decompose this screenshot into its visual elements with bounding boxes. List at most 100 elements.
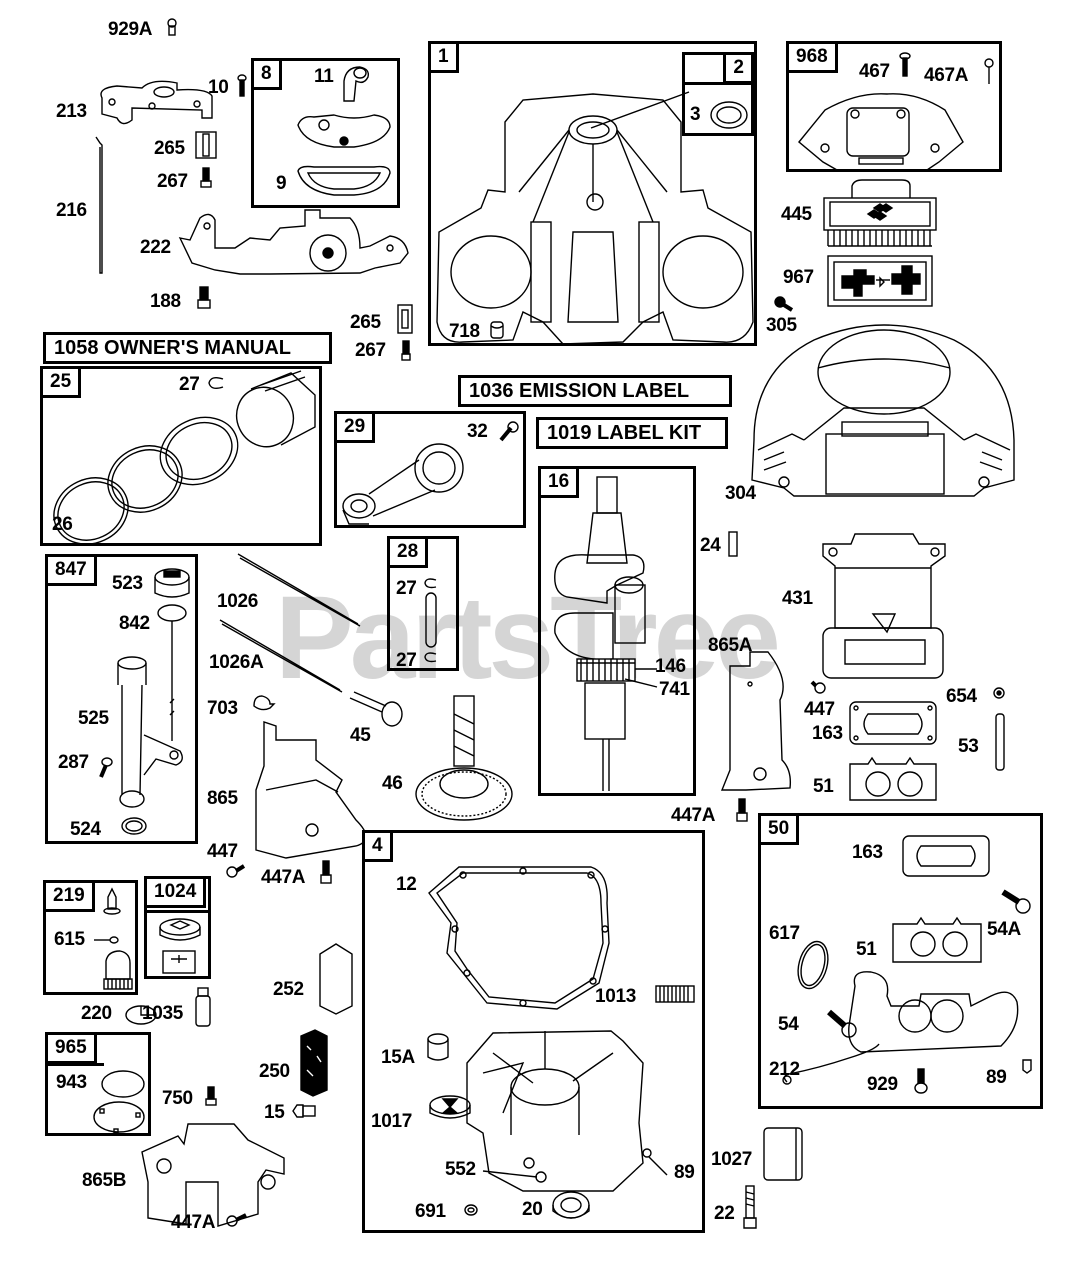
emission-label-banner[interactable]: 1036 EMISSION LABEL xyxy=(458,375,732,407)
part-label-265[interactable]: 265 xyxy=(350,312,381,333)
part-label-89[interactable]: 89 xyxy=(986,1067,1007,1088)
part-label-445[interactable]: 445 xyxy=(781,204,812,225)
part-label-1035[interactable]: 1035 xyxy=(142,1003,184,1024)
part-label-188[interactable]: 188 xyxy=(150,291,181,312)
group-tag-25[interactable]: 25 xyxy=(43,369,82,398)
group-tag-4[interactable]: 4 xyxy=(365,833,393,862)
part-label-1026[interactable]: 1026 xyxy=(217,591,259,612)
part-label-9[interactable]: 9 xyxy=(276,173,287,194)
part-label-447[interactable]: 447 xyxy=(207,841,238,862)
group-tag-965[interactable]: 965 xyxy=(48,1035,97,1064)
part-label-431[interactable]: 431 xyxy=(782,588,813,609)
part-label-15A[interactable]: 15A xyxy=(381,1047,415,1068)
part-label-467[interactable]: 467 xyxy=(859,61,890,82)
part-label-51[interactable]: 51 xyxy=(856,939,877,960)
part-label-24[interactable]: 24 xyxy=(700,535,721,556)
part-label-146[interactable]: 146 xyxy=(655,656,686,677)
leader-line xyxy=(482,1170,547,1183)
part-label-1017[interactable]: 1017 xyxy=(371,1111,413,1132)
part-label-27[interactable]: 27 xyxy=(396,650,417,671)
part-label-305[interactable]: 305 xyxy=(766,315,797,336)
part-label-1026A[interactable]: 1026A xyxy=(209,652,264,673)
part-label-1013[interactable]: 1013 xyxy=(595,986,637,1007)
part-label-552[interactable]: 552 xyxy=(445,1159,476,1180)
part-label-703[interactable]: 703 xyxy=(207,698,238,719)
part-label-250[interactable]: 250 xyxy=(259,1061,290,1082)
group-tag-8[interactable]: 8 xyxy=(254,61,282,90)
part-label-26[interactable]: 26 xyxy=(52,514,73,535)
part-label-287[interactable]: 287 xyxy=(58,752,89,773)
group-tag-29[interactable]: 29 xyxy=(337,414,376,443)
part-label-750[interactable]: 750 xyxy=(162,1088,193,1109)
group-tag-219[interactable]: 219 xyxy=(46,883,95,912)
part-label-718[interactable]: 718 xyxy=(449,321,480,342)
part-label-943[interactable]: 943 xyxy=(56,1072,87,1093)
part-label-54A[interactable]: 54A xyxy=(987,919,1021,940)
part-label-617[interactable]: 617 xyxy=(769,923,800,944)
part-label-654[interactable]: 654 xyxy=(946,686,977,707)
owners-manual-banner[interactable]: 1058 OWNER'S MANUAL xyxy=(43,332,332,364)
part-label-53[interactable]: 53 xyxy=(958,736,979,757)
part-label-15[interactable]: 15 xyxy=(264,1102,285,1123)
group-tag-968[interactable]: 968 xyxy=(789,44,838,73)
part-label-20[interactable]: 20 xyxy=(522,1199,543,1220)
part-label-467A[interactable]: 467A xyxy=(924,65,969,86)
part-label-524[interactable]: 524 xyxy=(70,819,101,840)
part-label-967[interactable]: 967 xyxy=(783,267,814,288)
part-label-10[interactable]: 10 xyxy=(208,77,229,98)
part-label-45[interactable]: 45 xyxy=(350,725,371,746)
part-label-304[interactable]: 304 xyxy=(725,483,756,504)
part-label-865B[interactable]: 865B xyxy=(82,1170,127,1191)
group-tag-50[interactable]: 50 xyxy=(761,816,800,845)
group-tag-847[interactable]: 847 xyxy=(48,557,97,586)
oil-seal-icon xyxy=(552,1191,590,1219)
part-label-842[interactable]: 842 xyxy=(119,613,150,634)
part-label-865[interactable]: 865 xyxy=(207,788,238,809)
part-label-523[interactable]: 523 xyxy=(112,573,143,594)
part-label-22[interactable]: 22 xyxy=(714,1203,735,1224)
group-tag-2[interactable]: 2 xyxy=(723,55,751,84)
group-tag-28[interactable]: 28 xyxy=(390,539,429,568)
label-kit-banner[interactable]: 1019 LABEL KIT xyxy=(536,417,728,449)
part-label-11[interactable]: 11 xyxy=(314,66,334,87)
part-label-32[interactable]: 32 xyxy=(467,421,488,442)
part-label-27[interactable]: 27 xyxy=(396,578,417,599)
part-label-12[interactable]: 12 xyxy=(396,874,417,895)
part-label-252[interactable]: 252 xyxy=(273,979,304,1000)
part-label-51[interactable]: 51 xyxy=(813,776,834,797)
part-label-213[interactable]: 213 xyxy=(56,101,87,122)
part-label-27[interactable]: 27 xyxy=(179,374,200,395)
part-label-54[interactable]: 54 xyxy=(778,1014,799,1035)
part-label-46[interactable]: 46 xyxy=(382,773,403,794)
part-label-163[interactable]: 163 xyxy=(852,842,883,863)
part-label-447A[interactable]: 447A xyxy=(171,1212,216,1233)
part-label-216[interactable]: 216 xyxy=(56,200,87,221)
part-label-865A[interactable]: 865A xyxy=(708,635,753,656)
part-label-447A[interactable]: 447A xyxy=(261,867,306,888)
part-label-3[interactable]: 3 xyxy=(690,104,701,125)
part-label-447A[interactable]: 447A xyxy=(671,805,716,826)
part-label-615[interactable]: 615 xyxy=(54,929,85,950)
group-tag-16[interactable]: 16 xyxy=(541,469,580,498)
dipstick-cap-icon xyxy=(154,568,190,598)
screw-icon xyxy=(205,1086,217,1106)
part-label-929[interactable]: 929 xyxy=(867,1074,898,1095)
part-label-929A[interactable]: 929A xyxy=(108,19,153,40)
group-tag-1024[interactable]: 1024 xyxy=(147,879,207,908)
part-label-222[interactable]: 222 xyxy=(140,237,171,258)
group-box-4: 4 12 1013 15A 1017 552 89 691 20 xyxy=(362,830,705,1233)
group-tag-1[interactable]: 1 xyxy=(431,44,459,73)
part-label-267[interactable]: 267 xyxy=(355,340,386,361)
piston-pin-icon xyxy=(425,592,437,648)
part-label-89[interactable]: 89 xyxy=(674,1162,695,1183)
part-label-265[interactable]: 265 xyxy=(154,138,185,159)
part-label-267[interactable]: 267 xyxy=(157,171,188,192)
part-label-447[interactable]: 447 xyxy=(804,699,835,720)
part-label-163[interactable]: 163 xyxy=(812,723,843,744)
part-label-525[interactable]: 525 xyxy=(78,708,109,729)
part-label-741[interactable]: 741 xyxy=(659,679,690,700)
part-label-691[interactable]: 691 xyxy=(415,1201,446,1222)
part-label-1027[interactable]: 1027 xyxy=(711,1149,753,1170)
part-label-220[interactable]: 220 xyxy=(81,1003,112,1024)
part-label-212[interactable]: 212 xyxy=(769,1059,800,1080)
